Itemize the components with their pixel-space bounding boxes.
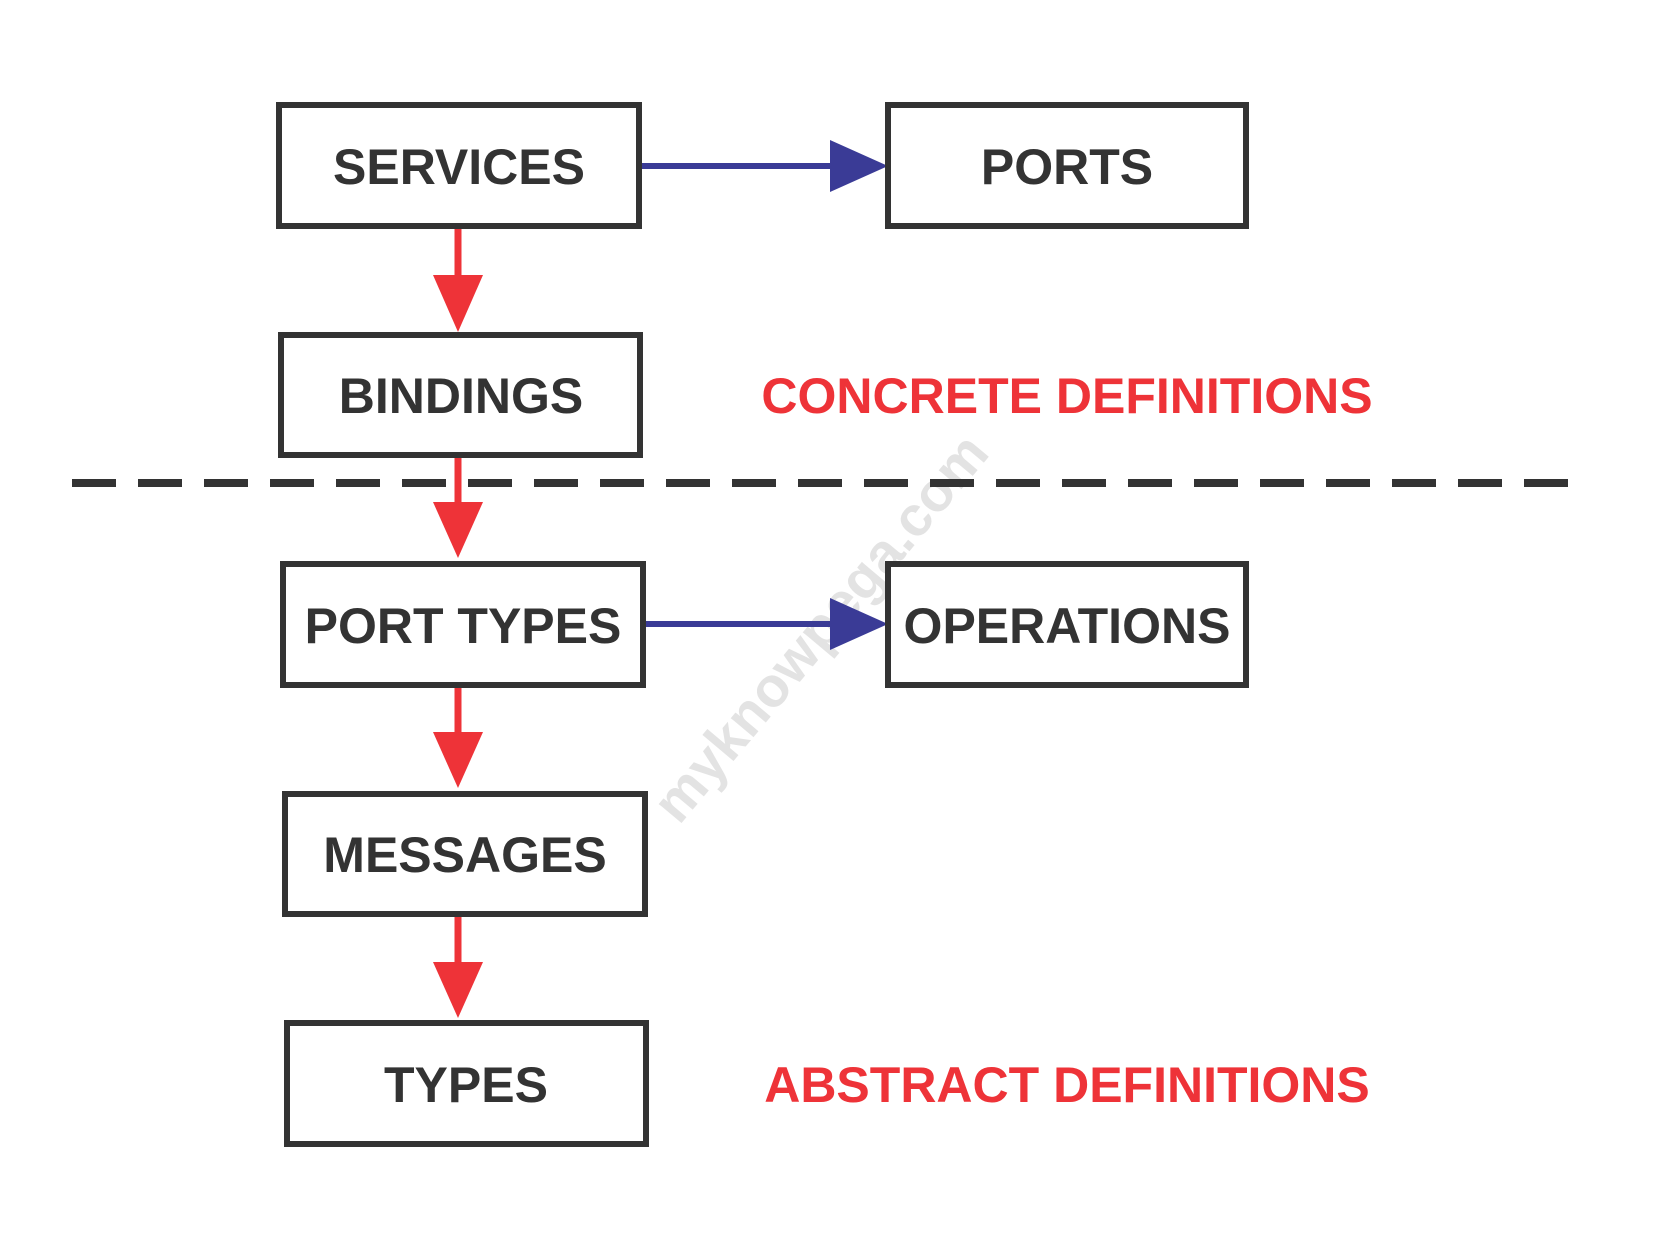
bindings-label: BINDINGS — [339, 368, 583, 424]
arrow-bindings-to-port-types — [433, 453, 483, 558]
operations-box: OPERATIONS — [885, 561, 1249, 688]
arrow-port-types-to-operations — [643, 598, 888, 650]
port-types-label: PORT TYPES — [305, 598, 622, 654]
concrete-definitions-label: CONCRETE DEFINITIONS — [761, 368, 1372, 424]
ports-label: PORTS — [981, 139, 1153, 195]
types-label: TYPES — [384, 1057, 548, 1113]
arrow-services-to-ports — [640, 140, 888, 192]
messages-box: MESSAGES — [282, 791, 648, 917]
arrow-messages-to-types — [433, 913, 483, 1018]
bindings-box: BINDINGS — [278, 332, 643, 458]
port-types-box: PORT TYPES — [280, 561, 646, 688]
types-box: TYPES — [284, 1020, 649, 1147]
arrow-port-types-to-messages — [433, 683, 483, 788]
operations-label: OPERATIONS — [904, 598, 1231, 654]
messages-label: MESSAGES — [323, 827, 606, 883]
services-box: SERVICES — [276, 102, 642, 229]
ports-box: PORTS — [885, 102, 1249, 229]
services-label: SERVICES — [333, 139, 585, 195]
abstract-definitions-label: ABSTRACT DEFINITIONS — [764, 1057, 1370, 1113]
arrow-services-to-bindings — [433, 224, 483, 332]
